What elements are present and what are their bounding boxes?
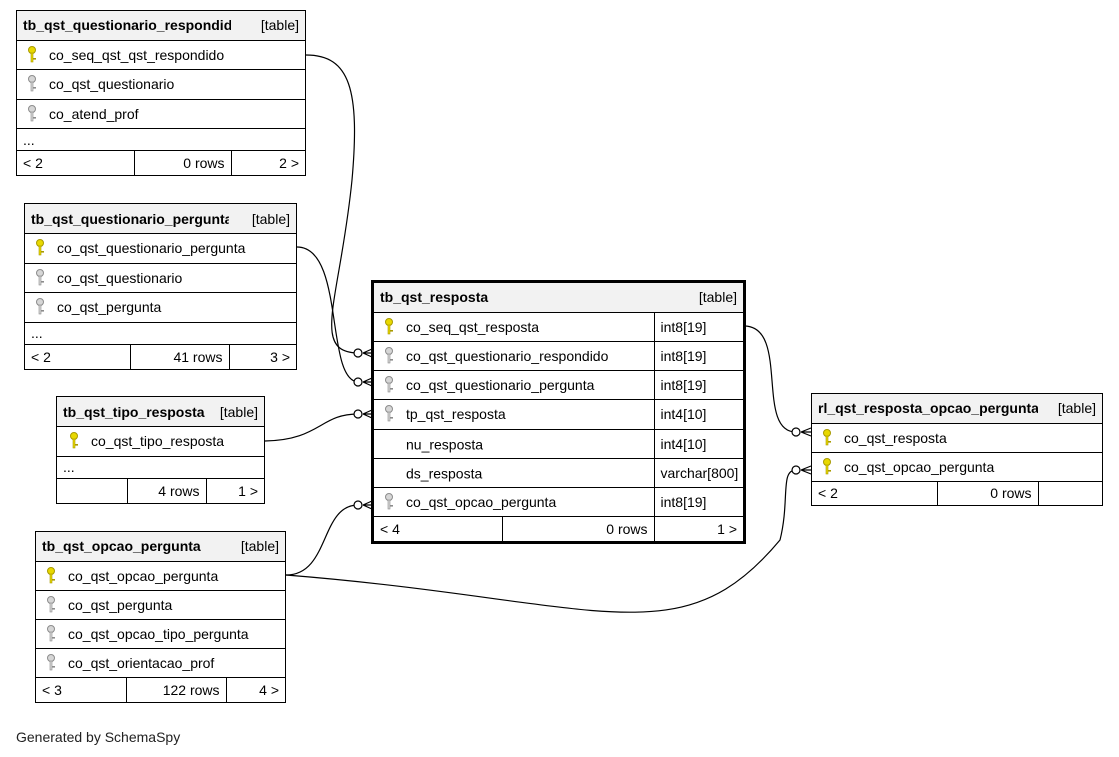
edge-pergunta-resposta — [296, 246, 359, 383]
column-name: co_qst_opcao_pergunta — [68, 567, 219, 584]
column-datatype: int8[19] — [653, 340, 743, 371]
table-tipo-resposta[interactable]: tb_qst_tipo_resposta [table] co_qst_tipo… — [56, 396, 265, 504]
foreign-key-icon — [380, 404, 398, 424]
children-link[interactable]: 4 > — [225, 677, 285, 702]
foreign-key-icon — [380, 346, 398, 366]
column-name: co_qst_questionario — [57, 269, 183, 286]
column-datatype: int4[10] — [653, 428, 743, 459]
row-count: 0 rows — [133, 150, 231, 175]
edge-end-circle — [791, 427, 801, 437]
column-name: co_atend_prof — [49, 105, 139, 122]
table-questionario-pergunta[interactable]: tb_qst_questionario_pergunta [table] co_… — [24, 203, 297, 370]
foreign-key-icon — [380, 492, 398, 512]
column-datatype: varchar[800] — [653, 457, 743, 488]
table-type: [table] — [229, 204, 296, 234]
parents-link[interactable]: < 4 — [374, 516, 502, 541]
edge-respondido-resposta — [305, 54, 359, 354]
foreign-key-icon — [23, 104, 41, 124]
column-name: co_seq_qst_qst_respondido — [49, 47, 225, 64]
children-link[interactable]: 1 > — [653, 516, 743, 541]
more-columns-ellipsis: ... — [17, 127, 305, 151]
primary-key-icon — [42, 566, 60, 586]
foreign-key-icon — [42, 624, 60, 644]
more-columns-ellipsis: ... — [57, 455, 264, 479]
column-name: tp_qst_resposta — [406, 406, 506, 423]
row-count: 4 rows — [126, 478, 206, 503]
parents-link[interactable]: < 3 — [36, 677, 126, 702]
edge-end-circle — [353, 500, 363, 510]
table-title: rl_qst_resposta_opcao_pergunta — [812, 394, 1038, 423]
table-title: tb_qst_tipo_resposta — [57, 397, 206, 427]
parents-link[interactable]: < 2 — [812, 480, 937, 505]
column-name: co_qst_opcao_pergunta — [406, 494, 557, 511]
column-name: co_qst_orientacao_prof — [68, 655, 215, 672]
column-name: co_qst_pergunta — [57, 299, 162, 316]
more-columns-ellipsis: ... — [25, 321, 296, 345]
column-name: co_seq_qst_resposta — [406, 318, 540, 335]
parents-link[interactable]: < 2 — [17, 150, 134, 175]
column-name: co_qst_opcao_pergunta — [844, 458, 995, 475]
foreign-key-icon — [42, 595, 60, 615]
primary-key-icon — [380, 317, 398, 337]
row-count: 0 rows — [936, 480, 1038, 505]
foreign-key-icon — [23, 74, 41, 94]
children-link[interactable] — [1037, 480, 1102, 505]
primary-key-icon — [23, 45, 41, 65]
foreign-key-icon — [31, 268, 49, 288]
foreign-key-icon — [31, 297, 49, 317]
column-name: co_qst_pergunta — [68, 596, 173, 613]
column-datatype: int8[19] — [653, 311, 743, 342]
table-rl-resposta-opcao-pergunta[interactable]: rl_qst_resposta_opcao_pergunta [table] c… — [811, 393, 1103, 506]
children-link[interactable]: 1 > — [205, 478, 264, 503]
parents-link[interactable] — [57, 478, 127, 503]
parents-link[interactable]: < 2 — [25, 344, 130, 369]
table-opcao-pergunta[interactable]: tb_qst_opcao_pergunta [table] co_qst_opc… — [35, 531, 286, 703]
table-title: tb_qst_questionario_pergunta — [25, 204, 229, 234]
table-type: [table] — [1038, 394, 1102, 423]
row-count: 41 rows — [129, 344, 229, 369]
column-datatype: int4[10] — [653, 399, 743, 430]
column-name: co_qst_tipo_resposta — [91, 433, 225, 450]
children-link[interactable]: 3 > — [228, 344, 296, 369]
column-name: ds_resposta — [406, 465, 483, 482]
edge-opcao-resposta — [285, 504, 359, 576]
table-questionario-respondido[interactable]: tb_qst_questionario_respondido [table] c… — [16, 10, 306, 176]
primary-key-icon — [818, 428, 836, 448]
table-title: tb_qst_resposta — [374, 283, 654, 313]
table-resposta[interactable]: tb_qst_resposta [table] co_seq_qst_respo… — [371, 280, 746, 544]
table-type: [table] — [206, 397, 264, 427]
edge-end-circle — [353, 377, 363, 387]
column-name: co_qst_resposta — [844, 429, 947, 446]
row-count: 122 rows — [125, 677, 227, 702]
column-datatype: int8[19] — [653, 487, 743, 517]
edge-resposta-rl — [743, 325, 797, 433]
primary-key-icon — [818, 457, 836, 477]
children-link[interactable]: 2 > — [230, 150, 305, 175]
foreign-key-icon — [42, 653, 60, 673]
edge-end-circle — [353, 348, 363, 358]
table-type: [table] — [226, 532, 285, 562]
foreign-key-icon — [380, 375, 398, 395]
column-name: co_qst_questionario_pergunta — [406, 377, 595, 394]
table-title: tb_qst_questionario_respondido — [17, 11, 231, 41]
edge-end-circle — [353, 409, 363, 419]
generator-credit: Generated by SchemaSpy — [16, 729, 181, 745]
table-type: [table] — [231, 11, 305, 41]
primary-key-icon — [31, 238, 49, 258]
edge-end-circle — [791, 465, 801, 475]
row-count: 0 rows — [501, 516, 654, 541]
column-name: co_qst_opcao_tipo_pergunta — [68, 626, 249, 643]
column-name: co_qst_questionario_pergunta — [57, 240, 246, 257]
edge-tipo-resposta — [264, 413, 359, 442]
column-datatype: int8[19] — [653, 370, 743, 400]
column-name: nu_resposta — [406, 436, 484, 453]
table-title: tb_qst_opcao_pergunta — [36, 532, 227, 562]
table-type: [table] — [654, 283, 743, 313]
primary-key-icon — [65, 431, 83, 451]
column-name: co_qst_questionario_respondido — [406, 348, 609, 365]
column-name: co_qst_questionario — [49, 76, 175, 93]
